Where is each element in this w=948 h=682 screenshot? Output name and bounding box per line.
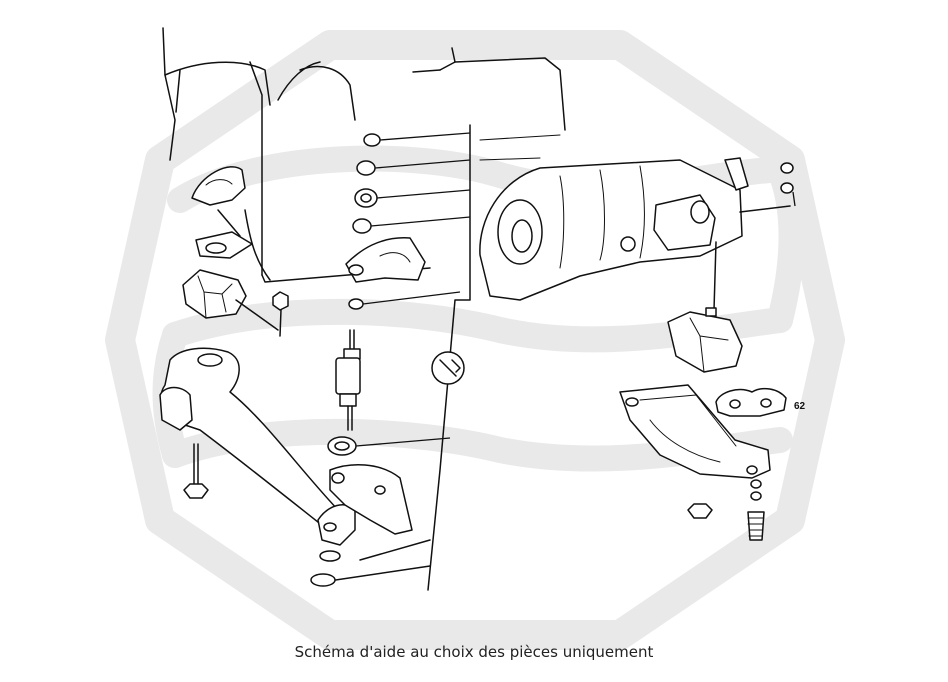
crossmember — [159, 347, 356, 562]
transmission-crossmember — [619, 384, 771, 479]
reference-line — [427, 124, 471, 591]
washer-stack — [348, 132, 471, 310]
transmission — [479, 157, 796, 301]
lower-bracket — [310, 464, 431, 587]
rubber-mount-left — [182, 269, 279, 331]
disclaimer-caption: Schéma d'aide au choix des pièces unique… — [294, 643, 654, 661]
long-bolt-left — [183, 443, 209, 499]
wrench-icon — [431, 351, 465, 385]
engine-bracket-left — [191, 166, 253, 259]
callout-label-62: 62 — [794, 401, 806, 412]
hardware-right — [687, 479, 765, 541]
transmission-mount — [667, 241, 743, 373]
upper-bracket — [345, 237, 426, 283]
bracket-62: 62 — [715, 387, 806, 417]
shock-absorber — [327, 329, 451, 456]
small-nut — [272, 291, 289, 337]
